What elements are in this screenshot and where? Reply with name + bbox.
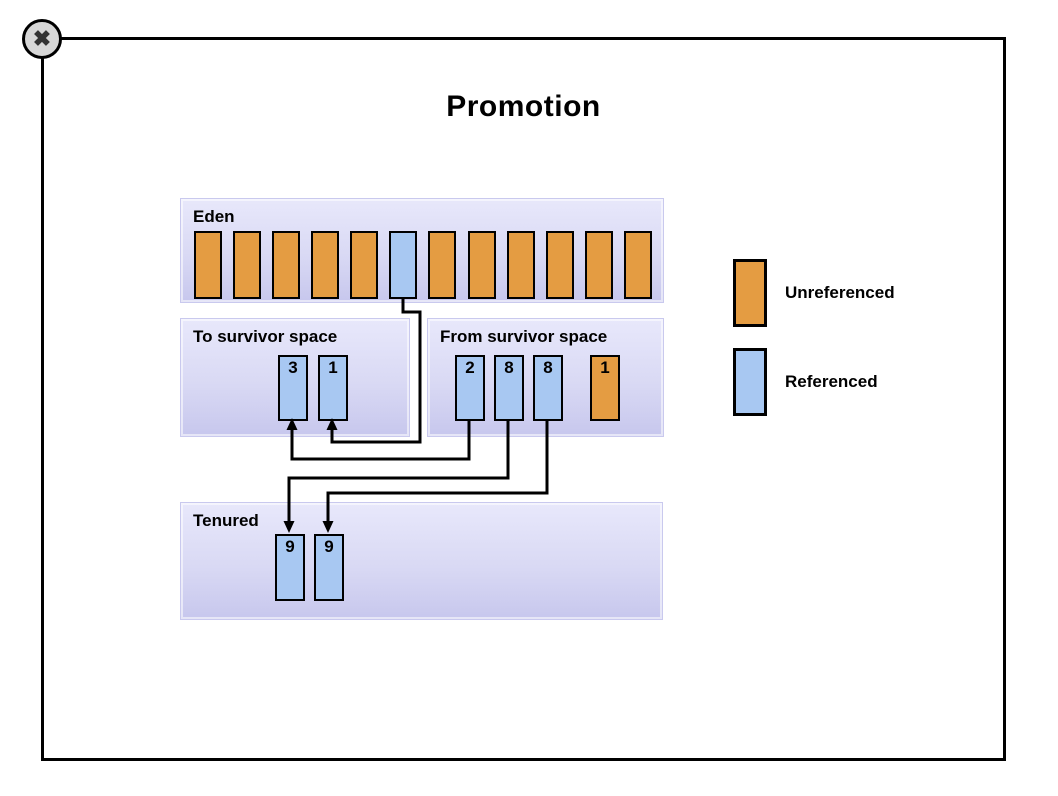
eden-block-3 bbox=[272, 231, 301, 299]
close-icon: ✖ bbox=[32, 26, 52, 51]
to-survivor-label: To survivor space bbox=[193, 327, 338, 346]
from-survivor-block-1: 2 bbox=[455, 355, 485, 421]
eden-block-9 bbox=[506, 231, 535, 299]
eden-block-11 bbox=[584, 231, 613, 299]
tenured-block-1: 9 bbox=[275, 534, 305, 601]
eden-block-6 bbox=[389, 231, 418, 299]
from-survivor-block-3: 8 bbox=[533, 355, 563, 421]
legend-item-referenced: Referenced bbox=[733, 348, 895, 416]
eden-space-panel: Eden bbox=[180, 198, 664, 303]
legend-item-unreferenced: Unreferenced bbox=[733, 259, 895, 327]
unreferenced-swatch-icon bbox=[733, 259, 767, 327]
legend: Unreferenced Referenced bbox=[733, 259, 895, 416]
to-survivor-block-1: 3 bbox=[278, 355, 308, 421]
referenced-label: Referenced bbox=[785, 372, 878, 391]
eden-blocks bbox=[194, 231, 652, 299]
eden-block-7 bbox=[428, 231, 457, 299]
from-survivor-label: From survivor space bbox=[440, 327, 608, 346]
from-survivor-block-4: 1 bbox=[590, 355, 620, 421]
eden-block-4 bbox=[311, 231, 340, 299]
to-survivor-block-2: 1 bbox=[318, 355, 348, 421]
tenured-label: Tenured bbox=[193, 511, 259, 530]
slide-title: Promotion bbox=[446, 90, 601, 123]
tenured-block-2: 9 bbox=[314, 534, 344, 601]
eden-block-2 bbox=[233, 231, 262, 299]
from-survivor-block-2: 8 bbox=[494, 355, 524, 421]
eden-block-8 bbox=[467, 231, 496, 299]
eden-label: Eden bbox=[193, 207, 235, 226]
eden-block-12 bbox=[623, 231, 652, 299]
eden-block-1 bbox=[194, 231, 222, 299]
eden-block-5 bbox=[350, 231, 379, 299]
referenced-swatch-icon bbox=[733, 348, 767, 416]
close-button[interactable]: ✖ bbox=[22, 19, 62, 59]
eden-block-10 bbox=[545, 231, 574, 299]
unreferenced-label: Unreferenced bbox=[785, 283, 895, 302]
